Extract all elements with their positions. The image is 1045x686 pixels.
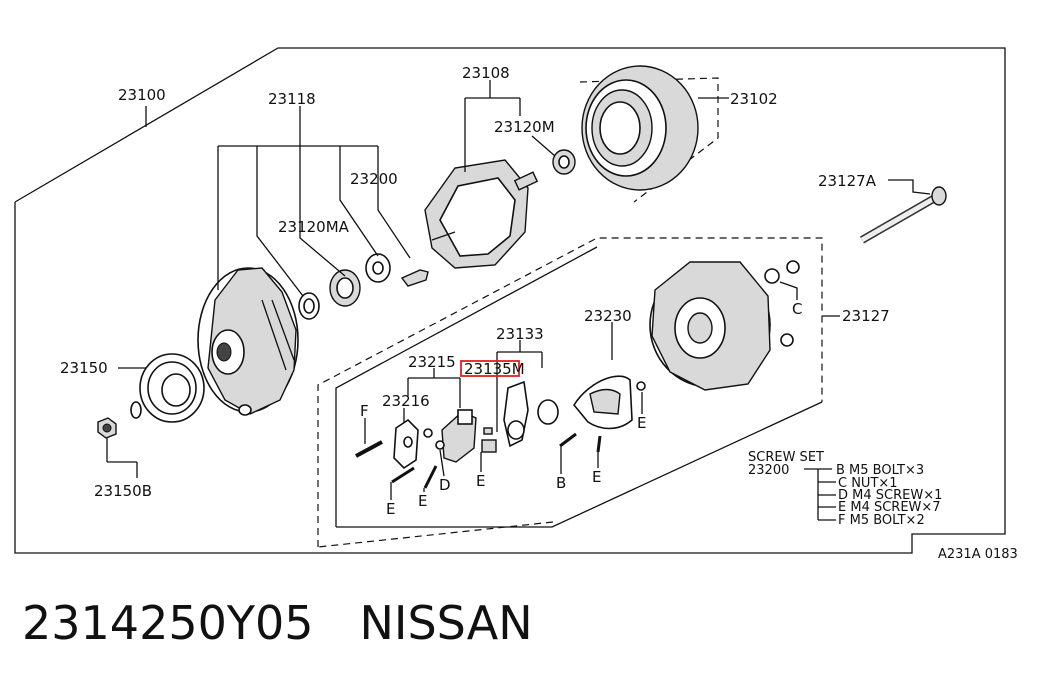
regulator-part	[441, 409, 477, 463]
part-caption: 2314250Y05 NISSAN	[22, 596, 579, 650]
label-23127: 23127	[842, 307, 890, 325]
label-23150: 23150	[60, 359, 108, 377]
stator-part	[581, 65, 699, 191]
screw-set-item: D M4 SCREW×1	[838, 488, 942, 503]
part-number: 2314250Y05	[22, 596, 314, 650]
label-e-5: E	[637, 414, 646, 432]
assembly-outline	[14, 47, 1006, 554]
label-f: F	[360, 402, 369, 420]
screw-set-ref: 23200	[748, 463, 789, 478]
label-c: C	[792, 300, 802, 318]
label-23133: 23133	[496, 325, 544, 343]
brand-name: NISSAN	[359, 596, 533, 650]
label-23127a: 23127A	[818, 172, 877, 190]
diode-plate-part	[537, 375, 646, 430]
label-e-3: E	[476, 472, 485, 490]
label-23108: 23108	[462, 64, 510, 82]
screws-part	[355, 428, 602, 489]
label-b: B	[556, 474, 566, 492]
label-23150b: 23150B	[94, 482, 152, 500]
front-bearing-part	[298, 253, 429, 320]
label-23135m: 23135M	[464, 360, 525, 378]
label-e-1: E	[386, 500, 395, 518]
terminal-part	[481, 380, 529, 453]
rear-cover-part	[649, 260, 800, 391]
screw-set-item: B M5 BOLT×3	[836, 463, 924, 478]
highlight-box	[460, 360, 520, 377]
pulley-nut-part	[97, 417, 117, 439]
pulley-part	[130, 353, 205, 423]
label-23118: 23118	[268, 90, 316, 108]
front-cover-part	[197, 267, 299, 416]
label-e-2: E	[418, 492, 427, 510]
label-e-4: E	[592, 468, 601, 486]
brush-holder-part	[393, 418, 419, 470]
screw-set-item: E M4 SCREW×7	[838, 500, 941, 515]
screw-set-item: F M5 BOLT×2	[838, 513, 925, 528]
label-23120ma: 23120MA	[278, 218, 350, 236]
label-23100: 23100	[118, 86, 166, 104]
leader-lines	[106, 80, 931, 521]
label-23200: 23200	[350, 170, 398, 188]
label-d: D	[439, 476, 451, 494]
through-bolt-part	[860, 186, 947, 244]
label-23120m: 23120M	[494, 118, 555, 136]
rotor-part	[424, 149, 576, 269]
label-23215: 23215	[408, 353, 456, 371]
rear-group-outline	[317, 237, 823, 547]
screw-set-title: SCREW SET	[748, 450, 824, 465]
label-23102: 23102	[730, 90, 778, 108]
label-23230: 23230	[584, 307, 632, 325]
label-23216: 23216	[382, 392, 430, 410]
screw-set-legend: SCREW SET 23200 B M5 BOLT×3 C NUT×1 D M4…	[748, 450, 942, 528]
screw-set-item: C NUT×1	[838, 476, 898, 491]
diagram-code: A231A 0183	[938, 547, 1018, 562]
